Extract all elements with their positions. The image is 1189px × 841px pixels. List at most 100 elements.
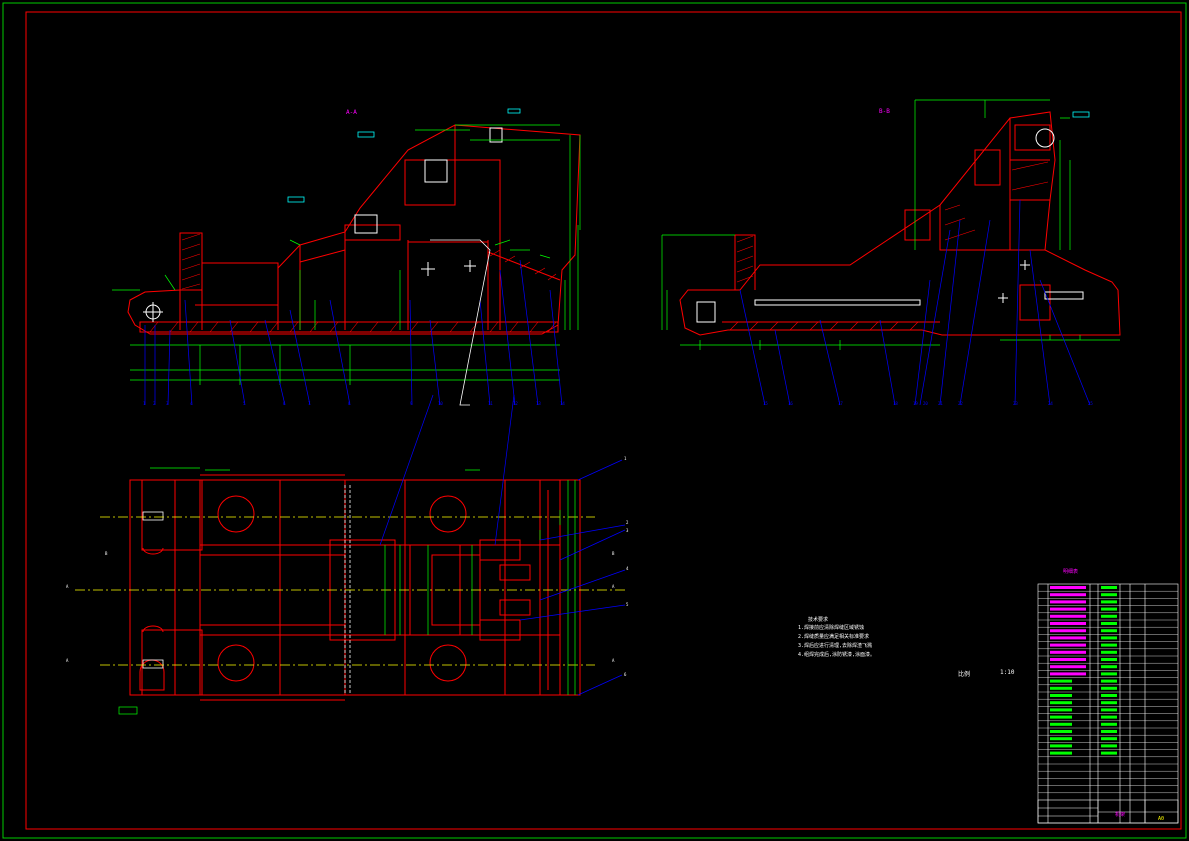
svg-text:3: 3 (626, 528, 629, 533)
parts-table-title: 明细表 (1063, 569, 1079, 575)
table-entry-mark (1050, 730, 1072, 733)
plan-view (129, 474, 581, 701)
table-entry-mark (1101, 629, 1117, 633)
section-leader (430, 239, 491, 406)
table-entry-mark (1050, 722, 1072, 726)
table-entry-mark (1050, 607, 1086, 611)
table-entry-mark (1101, 614, 1117, 618)
table-entry-mark (1050, 686, 1072, 690)
table-entry-mark (1101, 722, 1117, 726)
parts-table-rows (1038, 591, 1178, 793)
table-entry-mark (1101, 744, 1117, 748)
note-line: 1.焊接前应清除焊缝区域锈蚀 (798, 625, 865, 631)
table-entry-mark (1101, 636, 1117, 640)
side-view-leaders (739, 199, 1091, 406)
plan-view-centerlines (75, 516, 625, 666)
table-entry-mark (1050, 672, 1086, 676)
svg-text:A: A (66, 584, 69, 589)
svg-text:25: 25 (1088, 401, 1093, 406)
side-view (679, 111, 1121, 336)
svg-text:3: 3 (166, 401, 169, 406)
svg-text:2: 2 (626, 520, 629, 525)
svg-text:20: 20 (923, 401, 928, 406)
table-entry-mark (1101, 643, 1117, 647)
svg-text:16: 16 (788, 401, 793, 406)
table-entry-mark (1050, 636, 1086, 640)
table-entry-mark (1050, 708, 1072, 712)
note-line: 3.焊后应进行清理,去除焊渣飞溅 (798, 643, 873, 649)
svg-text:9: 9 (410, 401, 413, 406)
svg-text:11: 11 (488, 401, 493, 406)
table-entry-mark (1050, 665, 1086, 669)
table-entry-mark (1050, 744, 1072, 748)
notes-title: 技术要求 (808, 617, 829, 623)
svg-text:18: 18 (893, 401, 898, 406)
title-block-sheet: A0 (1158, 816, 1165, 822)
table-entry-mark (1050, 593, 1086, 597)
note-line: 2.焊缝质量应满足相关标准要求 (798, 634, 870, 640)
plan-view-holes (139, 495, 467, 691)
side-view-hatching (729, 161, 1049, 331)
parts-table-entries (1050, 586, 1117, 755)
svg-text:21: 21 (938, 401, 943, 406)
svg-text:4: 4 (190, 401, 193, 406)
svg-text:14: 14 (560, 401, 565, 406)
svg-text:8: 8 (348, 401, 351, 406)
front-view-dimensions (112, 124, 581, 385)
table-entry-mark (1050, 622, 1086, 625)
table-entry-mark (1050, 694, 1072, 697)
table-entry-mark (1050, 614, 1086, 618)
table-entry-mark (1050, 658, 1086, 661)
table-entry-mark (1101, 715, 1117, 719)
table-entry-mark (1101, 607, 1117, 611)
svg-text:22: 22 (958, 401, 963, 406)
note-line: 4.组焊完成后,涂防锈漆,涂面漆。 (798, 652, 876, 658)
svg-text:A: A (612, 584, 615, 589)
scale-label: 比例 (958, 671, 971, 678)
table-entry-mark (1101, 600, 1117, 604)
table-entry-mark (1101, 686, 1117, 690)
svg-text:24: 24 (1048, 401, 1053, 406)
table-entry-mark (1101, 665, 1117, 669)
table-entry-mark (1050, 650, 1086, 654)
svg-text:15: 15 (763, 401, 768, 406)
side-view-label: B-B (879, 108, 890, 115)
plan-view-callouts: 123 456 (624, 456, 629, 677)
svg-text:A: A (66, 658, 69, 663)
table-entry-mark (1101, 737, 1117, 741)
table-entry-mark (1101, 730, 1117, 733)
svg-text:6: 6 (624, 672, 627, 677)
title-block-name: 机架 (1115, 812, 1126, 818)
inner-border (25, 11, 1182, 830)
front-view-label: A-A (346, 109, 357, 116)
plan-view-leaders (379, 394, 626, 696)
front-view-weld-symbols (287, 108, 521, 203)
svg-text:1: 1 (143, 401, 146, 406)
svg-text:B: B (105, 551, 108, 556)
table-entry-mark (1101, 694, 1117, 697)
table-entry-mark (1050, 643, 1086, 647)
table-entry-mark (1050, 701, 1072, 705)
scale-value: 1:10 (1000, 669, 1015, 676)
svg-text:17: 17 (838, 401, 843, 406)
table-entry-mark (1050, 679, 1072, 683)
svg-text:5: 5 (243, 401, 246, 406)
svg-text:5: 5 (626, 602, 629, 607)
table-entry-mark (1050, 629, 1086, 633)
table-entry-mark (1101, 751, 1117, 755)
front-view-holes (143, 127, 503, 322)
table-entry-mark (1101, 650, 1117, 654)
svg-text:2: 2 (153, 401, 156, 406)
svg-text:10: 10 (438, 401, 443, 406)
svg-text:7: 7 (308, 401, 311, 406)
table-entry-mark (1101, 708, 1117, 712)
svg-text:B: B (612, 551, 615, 556)
svg-text:1: 1 (624, 456, 627, 461)
svg-text:6: 6 (283, 401, 286, 406)
table-entry-mark (1101, 701, 1117, 705)
title-block (1037, 799, 1179, 824)
table-entry-mark (1101, 586, 1117, 589)
